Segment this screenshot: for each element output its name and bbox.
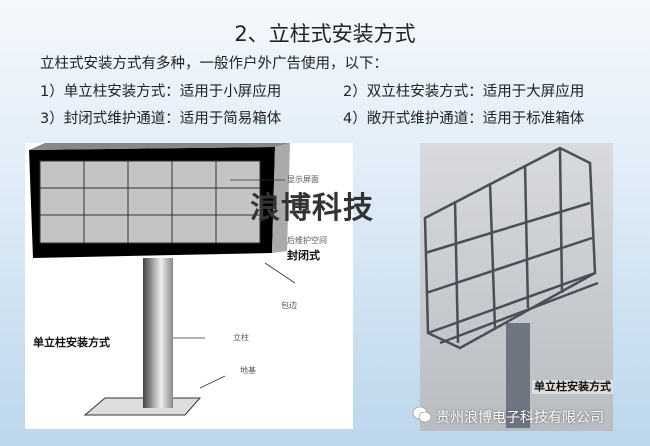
label-foundation: 地基 [240, 366, 256, 375]
watermark-logo: 浪博科技 [250, 191, 374, 226]
item-2: 2）双立柱安装方式：适用于大屏应用 [343, 84, 585, 100]
label-enclosed: 封闭式 [287, 249, 320, 262]
single-column-diagram: 显示屏面 后维护空间 封闭式 包边 立柱 地基 单立柱安装方式 [25, 143, 353, 429]
company-name: 贵州浪博电子科技有限公司 [436, 410, 604, 426]
label-column: 立柱 [233, 333, 249, 342]
item-3: 3）封闭式维护通道：适用于简易箱体 [40, 111, 282, 127]
page-title: 2、立柱式安装方式 [234, 22, 416, 46]
label-edge: 包边 [281, 301, 297, 310]
intro-text: 立柱式安装方式有多种，一般作户外广告使用，以下： [40, 56, 388, 72]
label-screen: 显示屏面 [287, 175, 319, 184]
right-caption: 单立柱安装方式 [532, 380, 613, 395]
left-caption: 单立柱安装方式 [33, 336, 110, 349]
wechat-icon [412, 406, 432, 423]
steel-frame-render: 单立柱安装方式 [420, 143, 613, 431]
label-rear-space: 后维护空间 [287, 236, 327, 245]
item-1: 1）单立柱安装方式：适用于小屏应用 [40, 84, 282, 100]
item-4: 4）敞开式维护通道：适用于标准箱体 [343, 111, 585, 127]
